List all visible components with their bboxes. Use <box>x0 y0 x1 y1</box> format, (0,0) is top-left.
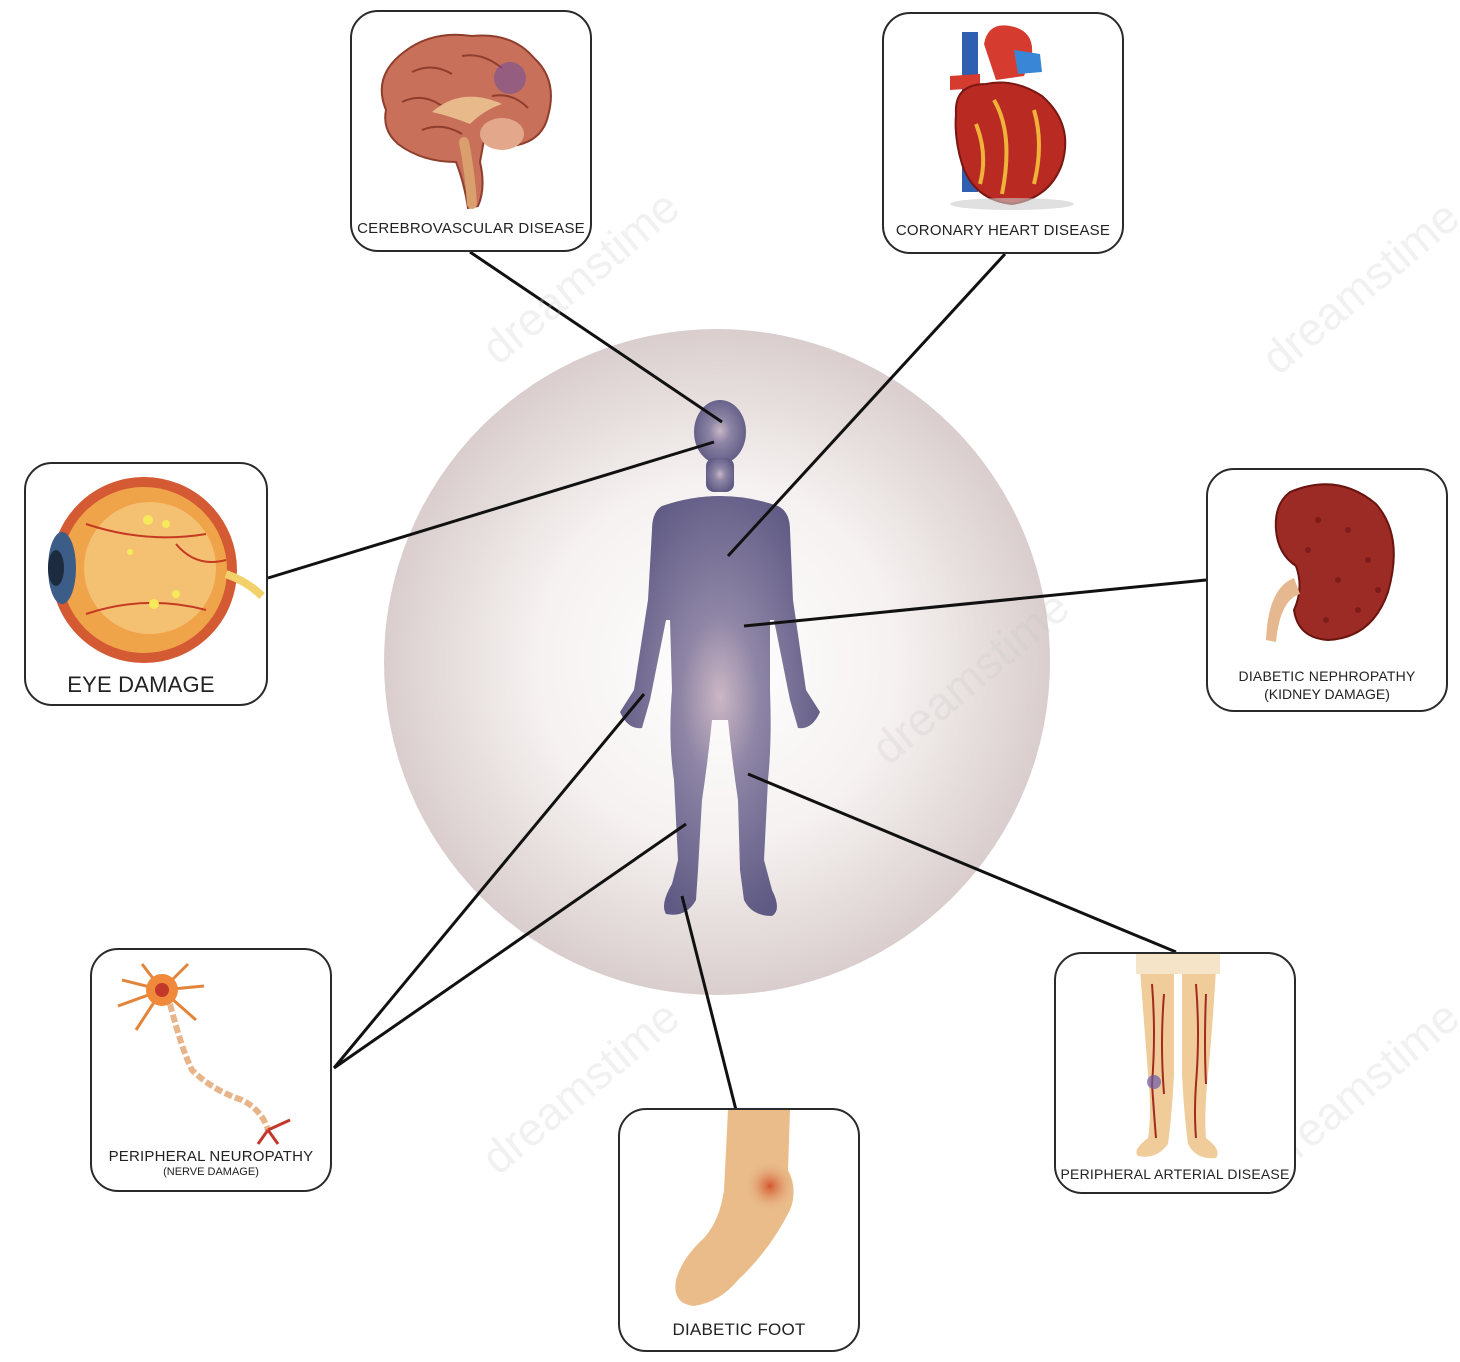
card-arterial: PERIPHERAL ARTERIAL DISEASE <box>1054 952 1296 1194</box>
card-neuropathy-label: PERIPHERAL NEUROPATHY <box>92 1148 330 1165</box>
foot-icon <box>620 1110 860 1316</box>
eye-icon <box>26 464 268 672</box>
brain-icon <box>352 12 592 222</box>
card-neuropathy: PERIPHERAL NEUROPATHY (NERVE DAMAGE) <box>90 948 332 1192</box>
legs-icon <box>1056 954 1296 1160</box>
heart-icon <box>884 14 1124 224</box>
card-nephropathy: DIABETIC NEPHROPATHY (KIDNEY DAMAGE) <box>1206 468 1448 712</box>
neuron-icon <box>92 950 332 1146</box>
card-foot-label: DIABETIC FOOT <box>620 1320 858 1340</box>
card-coronary: CORONARY HEART DISEASE <box>882 12 1124 254</box>
card-nephropathy-sublabel: (KIDNEY DAMAGE) <box>1208 686 1446 702</box>
kidney-icon <box>1208 470 1448 660</box>
card-cerebrovascular-label: CEREBROVASCULAR DISEASE <box>352 220 590 237</box>
card-arterial-label: PERIPHERAL ARTERIAL DISEASE <box>1056 1166 1294 1182</box>
card-eye-label: EYE DAMAGE <box>24 672 266 698</box>
card-foot: DIABETIC FOOT <box>618 1108 860 1352</box>
card-nephropathy-label: DIABETIC NEPHROPATHY <box>1208 668 1446 684</box>
card-coronary-label: CORONARY HEART DISEASE <box>884 222 1122 239</box>
card-eye: EYE DAMAGE <box>24 462 268 706</box>
card-cerebrovascular: CEREBROVASCULAR DISEASE <box>350 10 592 252</box>
card-neuropathy-sublabel: (NERVE DAMAGE) <box>92 1166 330 1178</box>
